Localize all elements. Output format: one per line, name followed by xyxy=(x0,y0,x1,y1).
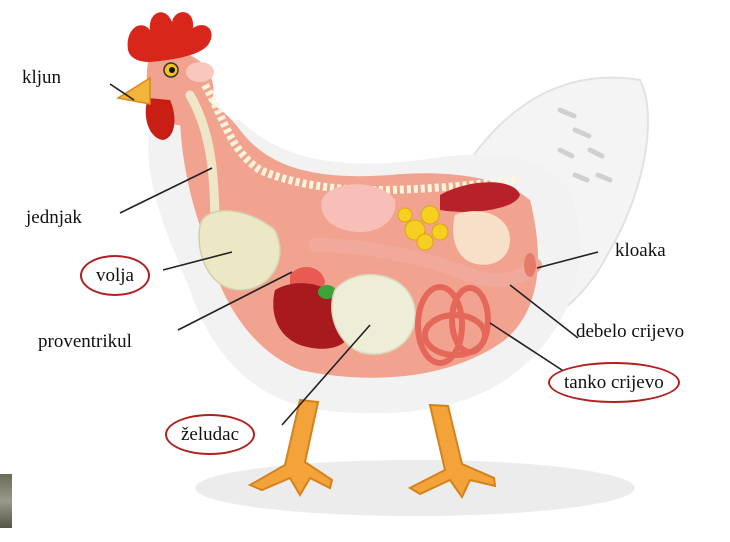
edge-thumbnail xyxy=(0,474,12,528)
cloaca xyxy=(524,253,536,277)
label-volja: volja xyxy=(80,255,150,296)
brain xyxy=(186,62,214,82)
label-jednjak: jednjak xyxy=(26,208,82,227)
label-proventrikul: proventrikul xyxy=(38,332,132,351)
pupil xyxy=(169,67,175,73)
label-kljun: kljun xyxy=(22,68,61,87)
label-zeludac: želudac xyxy=(165,414,255,455)
beak xyxy=(118,78,150,104)
label-debelo-crijevo: debelo crijevo xyxy=(576,322,684,341)
label-kloaka: kloaka xyxy=(615,241,666,260)
label-tanko-crijevo: tanko crijevo xyxy=(548,362,680,403)
gizzard xyxy=(332,275,415,354)
comb xyxy=(128,12,212,62)
